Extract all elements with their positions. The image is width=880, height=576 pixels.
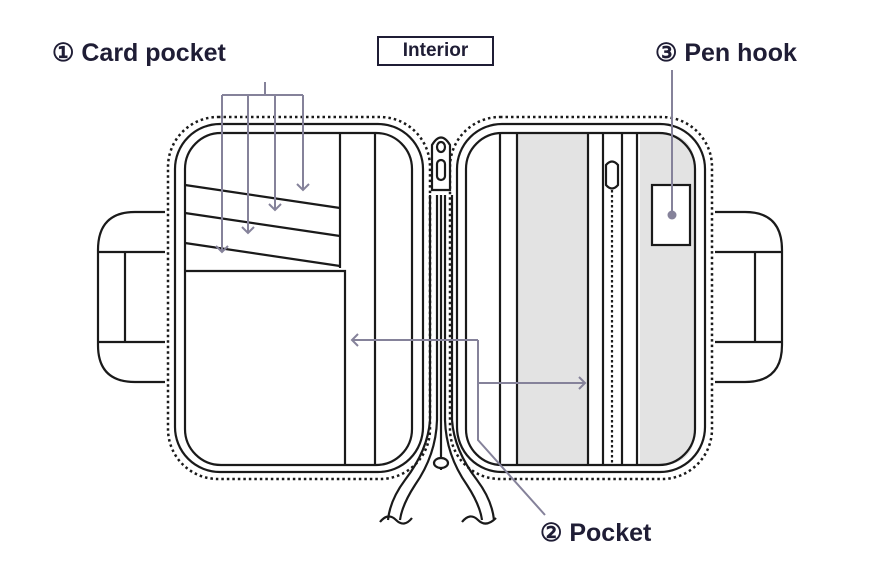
card-slots <box>184 183 341 268</box>
diagram-title: Interior <box>377 36 494 66</box>
left-handle <box>96 210 165 384</box>
left-pocket <box>185 269 347 465</box>
annotation-lines <box>215 70 677 516</box>
center-zipper <box>379 136 497 525</box>
pocket-label: ② Pocket <box>540 519 652 547</box>
pen-hook-label: ③ Pen hook <box>655 39 797 67</box>
left-panel <box>166 115 432 481</box>
pen-hook-dot <box>667 210 677 220</box>
inner-zipper-pull <box>604 160 620 190</box>
right-panel <box>448 115 714 481</box>
right-handle <box>715 210 784 384</box>
card-pocket-label: ① Card pocket <box>52 39 226 67</box>
